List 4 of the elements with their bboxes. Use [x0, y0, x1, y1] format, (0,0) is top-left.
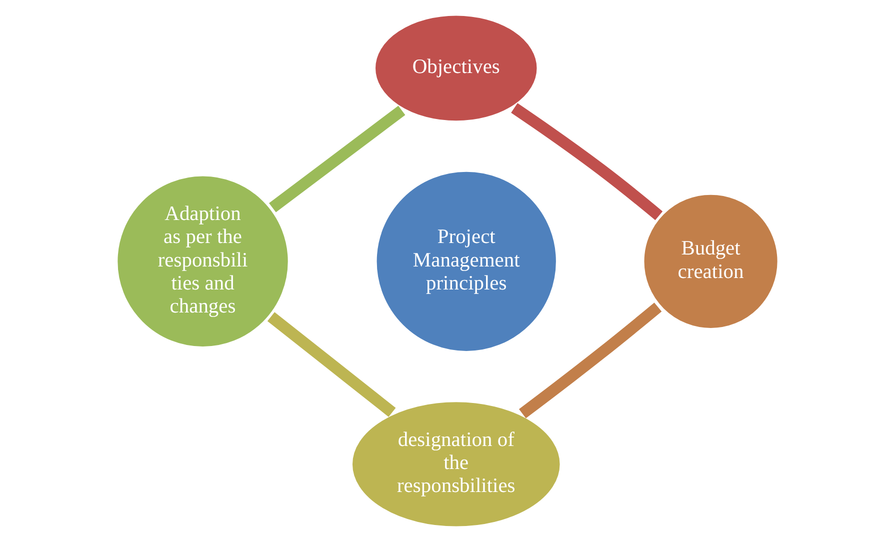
connector — [518, 302, 662, 418]
connector — [511, 103, 663, 220]
connector — [269, 106, 406, 212]
connector — [267, 312, 396, 417]
